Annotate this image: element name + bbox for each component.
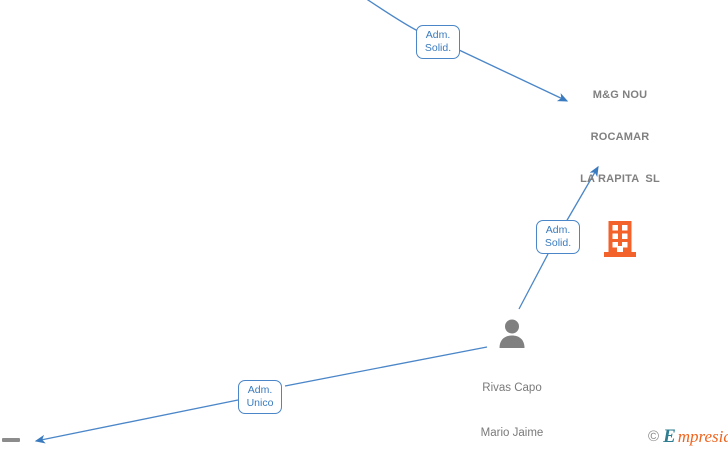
edge-top-in xyxy=(366,0,419,32)
relation-label-top-line-2: Solid. xyxy=(424,42,452,54)
person-icon-wrap xyxy=(442,318,582,348)
company-title-line-2: ROCAMAR xyxy=(590,131,650,143)
company-node[interactable]: M&G NOU ROCAMAR LA RAPITA SL xyxy=(547,60,693,258)
person-name-line-1: Rivas Capo xyxy=(482,382,542,394)
relation-label-bottom-line-2: Unico xyxy=(246,397,274,409)
edge-middle-in xyxy=(518,253,549,310)
edge-bottom-out xyxy=(34,399,239,444)
offscreen-node-stub[interactable] xyxy=(2,438,20,442)
watermark-empresia: © E mpresia xyxy=(648,427,728,446)
copyright-icon: © xyxy=(648,428,660,445)
relation-label-bottom[interactable]: Adm. Unico xyxy=(238,380,282,414)
person-node[interactable]: Rivas Capo Mario Jaime xyxy=(442,318,582,450)
person-icon[interactable] xyxy=(497,318,527,348)
watermark-brand-initial: E xyxy=(663,426,676,447)
relation-label-bottom-line-1: Adm. xyxy=(247,384,273,396)
relation-label-middle-line-2: Solid. xyxy=(544,237,572,249)
relation-label-middle[interactable]: Adm. Solid. xyxy=(536,220,580,254)
building-icon[interactable] xyxy=(603,220,637,258)
edge-bottom-in xyxy=(284,346,488,387)
company-title: M&G NOU ROCAMAR LA RAPITA SL xyxy=(547,60,693,214)
company-title-line-3: LA RAPITA SL xyxy=(580,173,660,185)
watermark-brand-rest: mpresia xyxy=(677,427,728,446)
person-name-line-2: Mario Jaime xyxy=(480,427,544,439)
relation-label-top-line-1: Adm. xyxy=(425,29,451,41)
person-name: Rivas Capo Mario Jaime xyxy=(442,351,582,450)
company-title-line-1: M&G NOU xyxy=(592,89,648,101)
edge-middle-out xyxy=(565,165,599,223)
edge-top-out xyxy=(458,49,569,102)
company-icon-wrap xyxy=(547,220,693,258)
relation-label-top[interactable]: Adm. Solid. xyxy=(416,25,460,59)
relation-label-middle-line-1: Adm. xyxy=(545,224,571,236)
